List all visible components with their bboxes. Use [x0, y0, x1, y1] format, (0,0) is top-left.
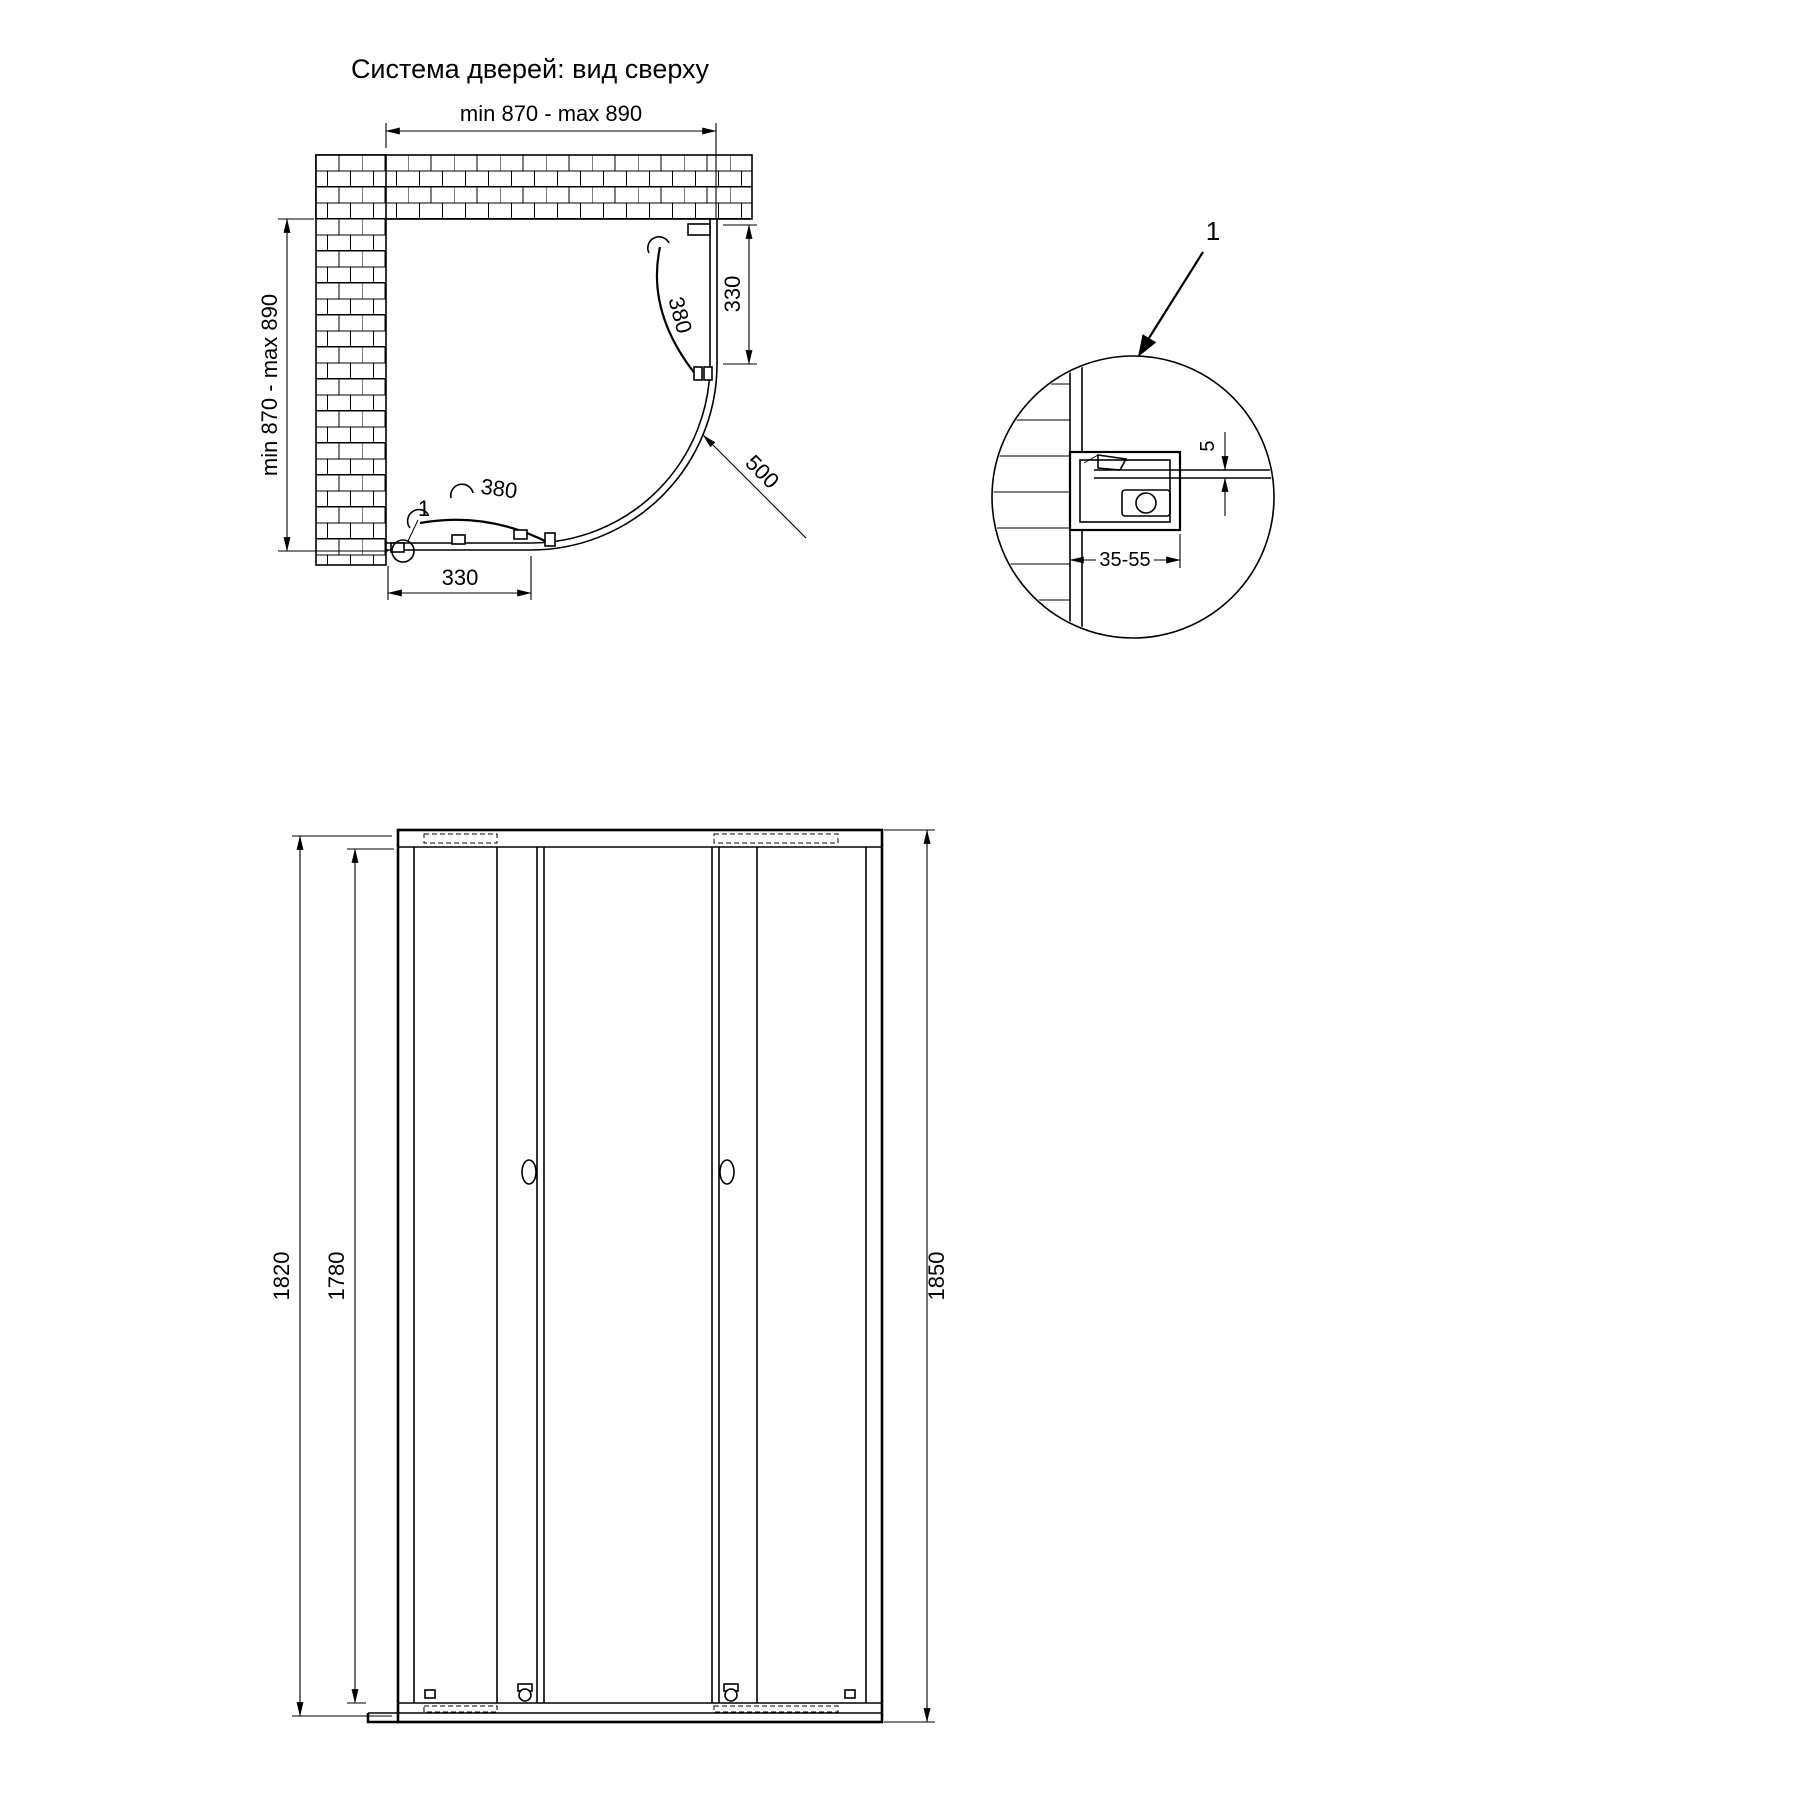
brick-wall-top: [315, 154, 753, 220]
top-view: Система дверей: вид сверху min 870 - max…: [257, 54, 807, 600]
front-arc-outer: [530, 363, 718, 551]
wall-profile-section: [1068, 450, 1182, 532]
tray-lip: [366, 1713, 398, 1724]
wall-section: [993, 357, 1083, 637]
dim-depth-left: min 870 - max 890: [257, 218, 388, 552]
glass-panel: [1094, 469, 1273, 479]
brick-wall-left: [315, 154, 387, 566]
roller-icon: [513, 529, 528, 540]
guide-block-icon: [424, 1689, 436, 1699]
frame-outline: [396, 828, 884, 1724]
leader-line: [702, 434, 807, 539]
door-handle-upper-icon: [647, 236, 670, 254]
wall-bracket-top: [687, 223, 711, 236]
roller-icon: [693, 366, 703, 381]
fixed-panel-seal-top-right: [713, 833, 839, 844]
door-leaf-lower-glass: [419, 518, 550, 544]
door-handle-lower-icon: [406, 508, 429, 529]
roller-icon: [451, 534, 466, 545]
detail-callout-label: 1: [1206, 216, 1220, 246]
top-view-title: Система дверей: вид сверху: [351, 54, 710, 84]
roller-icon: [703, 366, 713, 381]
front-view: 1820 1780 1850: [269, 828, 949, 1724]
front-arc-inner: [530, 363, 711, 544]
dim-side-right-label: 330: [720, 276, 745, 313]
callout-plan-label: 1: [418, 496, 430, 521]
callout-leader: [407, 519, 419, 542]
door-edge-left: [536, 847, 545, 1703]
callout-1-plan: 1: [390, 496, 430, 563]
door-leaf-upper-glass: [655, 246, 697, 376]
fixed-panel-seal-top-left: [423, 833, 498, 844]
dim-1850-label: 1850: [924, 1252, 949, 1301]
detail-callout-arrowhead-icon: [1138, 334, 1157, 357]
dim-glass-label: 5: [1197, 440, 1219, 451]
dim-1780-label: 1780: [324, 1252, 349, 1301]
guide-block-icon: [844, 1689, 856, 1699]
dim-profile-depth-label: 35-55: [1099, 549, 1150, 571]
dim-profile-depth: 35-55: [1069, 534, 1181, 571]
fixed-panel-seal-bottom-right: [713, 1705, 839, 1713]
profile-outer: [1068, 450, 1182, 532]
dim-side-right: 330: [720, 224, 757, 365]
dim-radius-label: 500: [740, 450, 784, 494]
door-handle-left-icon: [521, 1159, 537, 1185]
dim-1820-label: 1820: [269, 1252, 294, 1301]
door-arc-icon: [449, 483, 474, 499]
dim-1820: 1820: [269, 835, 392, 1717]
extension-line: [292, 835, 392, 1717]
roller-icon: [544, 532, 556, 547]
detail-view: 1: [991, 216, 1275, 639]
glass-clamp: [1097, 454, 1128, 471]
callout-circle: [391, 539, 415, 563]
dim-depth-label: min 870 - max 890: [257, 294, 282, 476]
dim-side-bottom-label: 330: [442, 565, 479, 590]
clamp-edge: [1083, 454, 1099, 464]
dim-1780: 1780: [324, 848, 394, 1704]
dim-width-top: min 870 - max 890: [385, 101, 717, 219]
fixed-panel-seal-bottom-left: [423, 1705, 498, 1713]
detail-circle: [991, 355, 1275, 639]
bottom-rollers: [424, 1683, 856, 1702]
dim-glass-thickness: 5: [1197, 432, 1229, 516]
fixed-panel-right: [709, 219, 718, 364]
roller-icon: [724, 1688, 738, 1702]
enclosure-plan: 380 380: [386, 219, 718, 551]
wall-hatch: [993, 383, 1070, 601]
screw-icon: [1135, 492, 1157, 514]
dim-1850: 1850: [884, 829, 949, 1723]
detail-contents: 5 35-55: [993, 357, 1273, 637]
door-handle-right-icon: [719, 1159, 735, 1185]
door-leaf-lower: 380: [406, 474, 556, 547]
roller-icon: [518, 1688, 532, 1702]
wall-profile-plan: [390, 542, 405, 553]
dim-width-label: min 870 - max 890: [460, 101, 642, 126]
door-edge-right: [711, 847, 720, 1703]
dim-side-bottom: 330: [387, 556, 532, 600]
door-leaf-upper: 380: [647, 236, 713, 381]
dim-door-lower-label: 380: [479, 474, 519, 504]
adjuster-bracket: [1121, 489, 1171, 517]
detail-callout-arrow-line: [1148, 251, 1204, 339]
dim-radius: 500: [702, 434, 807, 539]
extension-line: [347, 848, 394, 1704]
